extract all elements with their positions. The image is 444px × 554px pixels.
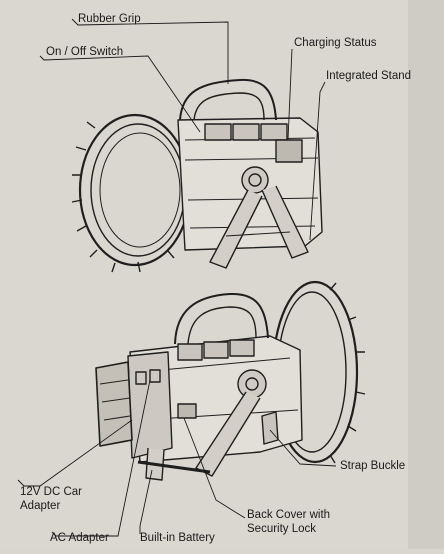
bottom-handle-inner: [187, 306, 257, 345]
leader-strap-buckle: [269, 429, 337, 467]
leader-built-in-battery: [139, 469, 153, 534]
leader-lines: [17, 18, 337, 537]
top-lens-glass: [99, 132, 181, 248]
top-side-knob: [241, 166, 269, 194]
bottom-side-knob-center: [245, 377, 259, 391]
bottom-strap-buckle-part: [261, 411, 279, 445]
top-panel-block-1: [204, 123, 232, 141]
label-car-adapter-line1: 12V DC Car: [20, 486, 82, 498]
bottom-panel-block-3: [229, 339, 255, 357]
bottom-back-cover: [127, 351, 173, 459]
top-stand-leg-right: [261, 185, 309, 259]
label-strap-buckle: Strap Buckle: [340, 460, 405, 472]
bottom-stand-base-bar: [137, 460, 211, 474]
leader-charging-status: [287, 48, 293, 141]
top-stand-leg-left: [209, 189, 263, 269]
label-on-off-switch: On / Off Switch: [46, 46, 123, 58]
leader-rubber-grip: [71, 18, 229, 84]
leader-on-off-switch: [39, 55, 201, 133]
top-charging-status-panel: [275, 139, 303, 163]
leader-ac-adapter: [51, 379, 151, 537]
bottom-handle-outer: [174, 292, 269, 345]
top-spotlight-illustration: [71, 78, 323, 273]
label-rubber-grip: Rubber Grip: [78, 13, 141, 25]
label-back-cover-line1: Back Cover with: [247, 509, 330, 521]
label-charging-status: Charging Status: [294, 37, 377, 49]
bottom-spotlight-illustration: [95, 280, 366, 481]
top-rim-teeth: [71, 121, 175, 273]
top-side-knob-center: [248, 173, 262, 187]
bottom-side-knob: [237, 369, 267, 399]
label-ac-adapter: AC Adapter: [50, 532, 109, 544]
label-car-adapter-line2: Adapter: [20, 500, 60, 512]
bottom-rim-teeth: [329, 282, 366, 464]
paper-edge-shade: [408, 0, 444, 549]
bottom-panel-block-1: [177, 343, 203, 361]
bottom-panel-block-2: [203, 341, 229, 359]
label-built-in-battery: Built-in Battery: [140, 532, 215, 544]
leader-back-cover: [183, 417, 246, 519]
top-handle-inner: [193, 92, 265, 121]
bottom-dc-port: [135, 371, 147, 385]
bottom-security-lock: [177, 403, 197, 419]
top-panel-block-3: [260, 123, 288, 141]
leader-integrated-stand: [309, 81, 326, 241]
leader-car-adapter: [17, 419, 133, 487]
label-integrated-stand: Integrated Stand: [326, 70, 411, 82]
bottom-plug-ribs: [99, 379, 131, 421]
top-panel-block-2: [232, 123, 260, 141]
top-handle-outer: [179, 78, 277, 121]
bottom-ac-port: [149, 369, 161, 383]
callout-labels: Rubber Grip On / Off Switch Charging Sta…: [20, 13, 411, 544]
top-stand-crossbar: [225, 231, 291, 237]
label-back-cover-line2: Security Lock: [247, 523, 316, 535]
